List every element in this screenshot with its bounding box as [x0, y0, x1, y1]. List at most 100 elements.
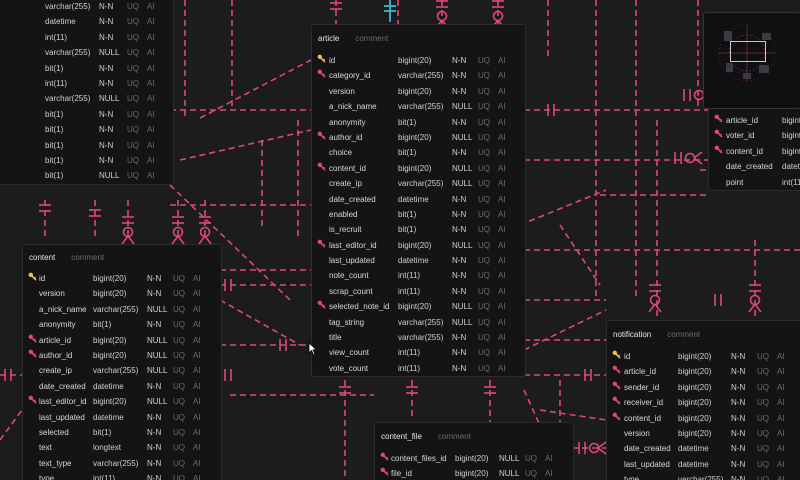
column-nullable[interactable]: N-N: [452, 194, 467, 204]
column-autoincrement-toggle[interactable]: AI: [498, 86, 506, 96]
column-autoincrement-toggle[interactable]: AI: [193, 335, 201, 345]
column-unique-toggle[interactable]: UQ: [757, 413, 769, 423]
column-autoincrement-toggle[interactable]: AI: [147, 78, 155, 88]
column-nullable[interactable]: N-N: [452, 71, 467, 81]
column-nullable[interactable]: NULL: [452, 317, 473, 327]
relationship-line[interactable]: [519, 189, 607, 226]
column-autoincrement-toggle[interactable]: AI: [193, 412, 201, 422]
column-nullable[interactable]: N-N: [731, 444, 746, 454]
column-unique-toggle[interactable]: UQ: [757, 352, 769, 361]
column-nullable[interactable]: N-N: [99, 63, 114, 73]
column-unique-toggle[interactable]: UQ: [173, 366, 185, 376]
column-autoincrement-toggle[interactable]: AI: [777, 428, 785, 438]
column-autoincrement-toggle[interactable]: AI: [498, 317, 506, 327]
column-unique-toggle[interactable]: UQ: [173, 320, 185, 330]
relationship-line[interactable]: [169, 184, 291, 301]
column-nullable[interactable]: N-N: [731, 428, 746, 438]
table-vote[interactable]: article_idbigint(voter_idbigint(content_…: [708, 106, 800, 191]
column-unique-toggle[interactable]: UQ: [478, 348, 490, 358]
column-unique-toggle[interactable]: UQ: [478, 256, 490, 266]
column-nullable[interactable]: NULL: [99, 171, 120, 181]
column-autoincrement-toggle[interactable]: AI: [147, 155, 155, 165]
column-nullable[interactable]: NULL: [147, 350, 168, 360]
column-unique-toggle[interactable]: UQ: [478, 102, 490, 112]
column-nullable[interactable]: NULL: [147, 304, 168, 314]
column-autoincrement-toggle[interactable]: AI: [777, 367, 785, 377]
column-unique-toggle[interactable]: UQ: [173, 289, 185, 299]
column-unique-toggle[interactable]: UQ: [173, 474, 185, 480]
column-nullable[interactable]: N-N: [452, 148, 467, 158]
column-autoincrement-toggle[interactable]: AI: [498, 163, 506, 173]
column-unique-toggle[interactable]: UQ: [127, 171, 139, 181]
column-unique-toggle[interactable]: UQ: [478, 271, 490, 281]
column-nullable[interactable]: NULL: [452, 302, 473, 312]
column-autoincrement-toggle[interactable]: AI: [498, 209, 506, 219]
column-unique-toggle[interactable]: UQ: [757, 382, 769, 392]
column-unique-toggle[interactable]: UQ: [478, 163, 490, 173]
column-unique-toggle[interactable]: UQ: [757, 428, 769, 438]
column-unique-toggle[interactable]: UQ: [478, 56, 490, 65]
column-unique-toggle[interactable]: UQ: [173, 274, 185, 283]
column-nullable[interactable]: NULL: [452, 240, 473, 250]
column-autoincrement-toggle[interactable]: AI: [498, 132, 506, 142]
column-unique-toggle[interactable]: UQ: [127, 63, 139, 73]
column-unique-toggle[interactable]: UQ: [757, 398, 769, 408]
column-autoincrement-toggle[interactable]: AI: [545, 469, 553, 479]
column-nullable[interactable]: N-N: [99, 155, 114, 165]
column-nullable[interactable]: N-N: [452, 225, 467, 235]
column-nullable[interactable]: N-N: [731, 382, 746, 392]
column-autoincrement-toggle[interactable]: AI: [193, 397, 201, 407]
column-unique-toggle[interactable]: UQ: [478, 117, 490, 127]
column-autoincrement-toggle[interactable]: AI: [193, 366, 201, 376]
column-nullable[interactable]: N-N: [99, 78, 114, 88]
selected-relation-marker[interactable]: [384, 0, 396, 22]
column-autoincrement-toggle[interactable]: AI: [498, 240, 506, 250]
column-unique-toggle[interactable]: UQ: [127, 17, 139, 27]
column-autoincrement-toggle[interactable]: AI: [193, 320, 201, 330]
column-unique-toggle[interactable]: UQ: [173, 335, 185, 345]
column-autoincrement-toggle[interactable]: AI: [193, 474, 201, 480]
column-autoincrement-toggle[interactable]: AI: [498, 271, 506, 281]
column-nullable[interactable]: NULL: [147, 335, 168, 345]
column-nullable[interactable]: N-N: [452, 286, 467, 296]
column-nullable[interactable]: NULL: [452, 179, 473, 189]
column-nullable[interactable]: N-N: [147, 274, 162, 283]
column-autoincrement-toggle[interactable]: AI: [147, 109, 155, 119]
column-autoincrement-toggle[interactable]: AI: [777, 475, 785, 480]
column-autoincrement-toggle[interactable]: AI: [498, 302, 506, 312]
column-nullable[interactable]: N-N: [147, 458, 162, 468]
minimap-viewport[interactable]: [730, 41, 766, 62]
column-autoincrement-toggle[interactable]: AI: [193, 427, 201, 437]
column-unique-toggle[interactable]: UQ: [478, 363, 490, 373]
column-nullable[interactable]: N-N: [99, 17, 114, 27]
column-nullable[interactable]: N-N: [452, 86, 467, 96]
column-unique-toggle[interactable]: UQ: [478, 179, 490, 189]
